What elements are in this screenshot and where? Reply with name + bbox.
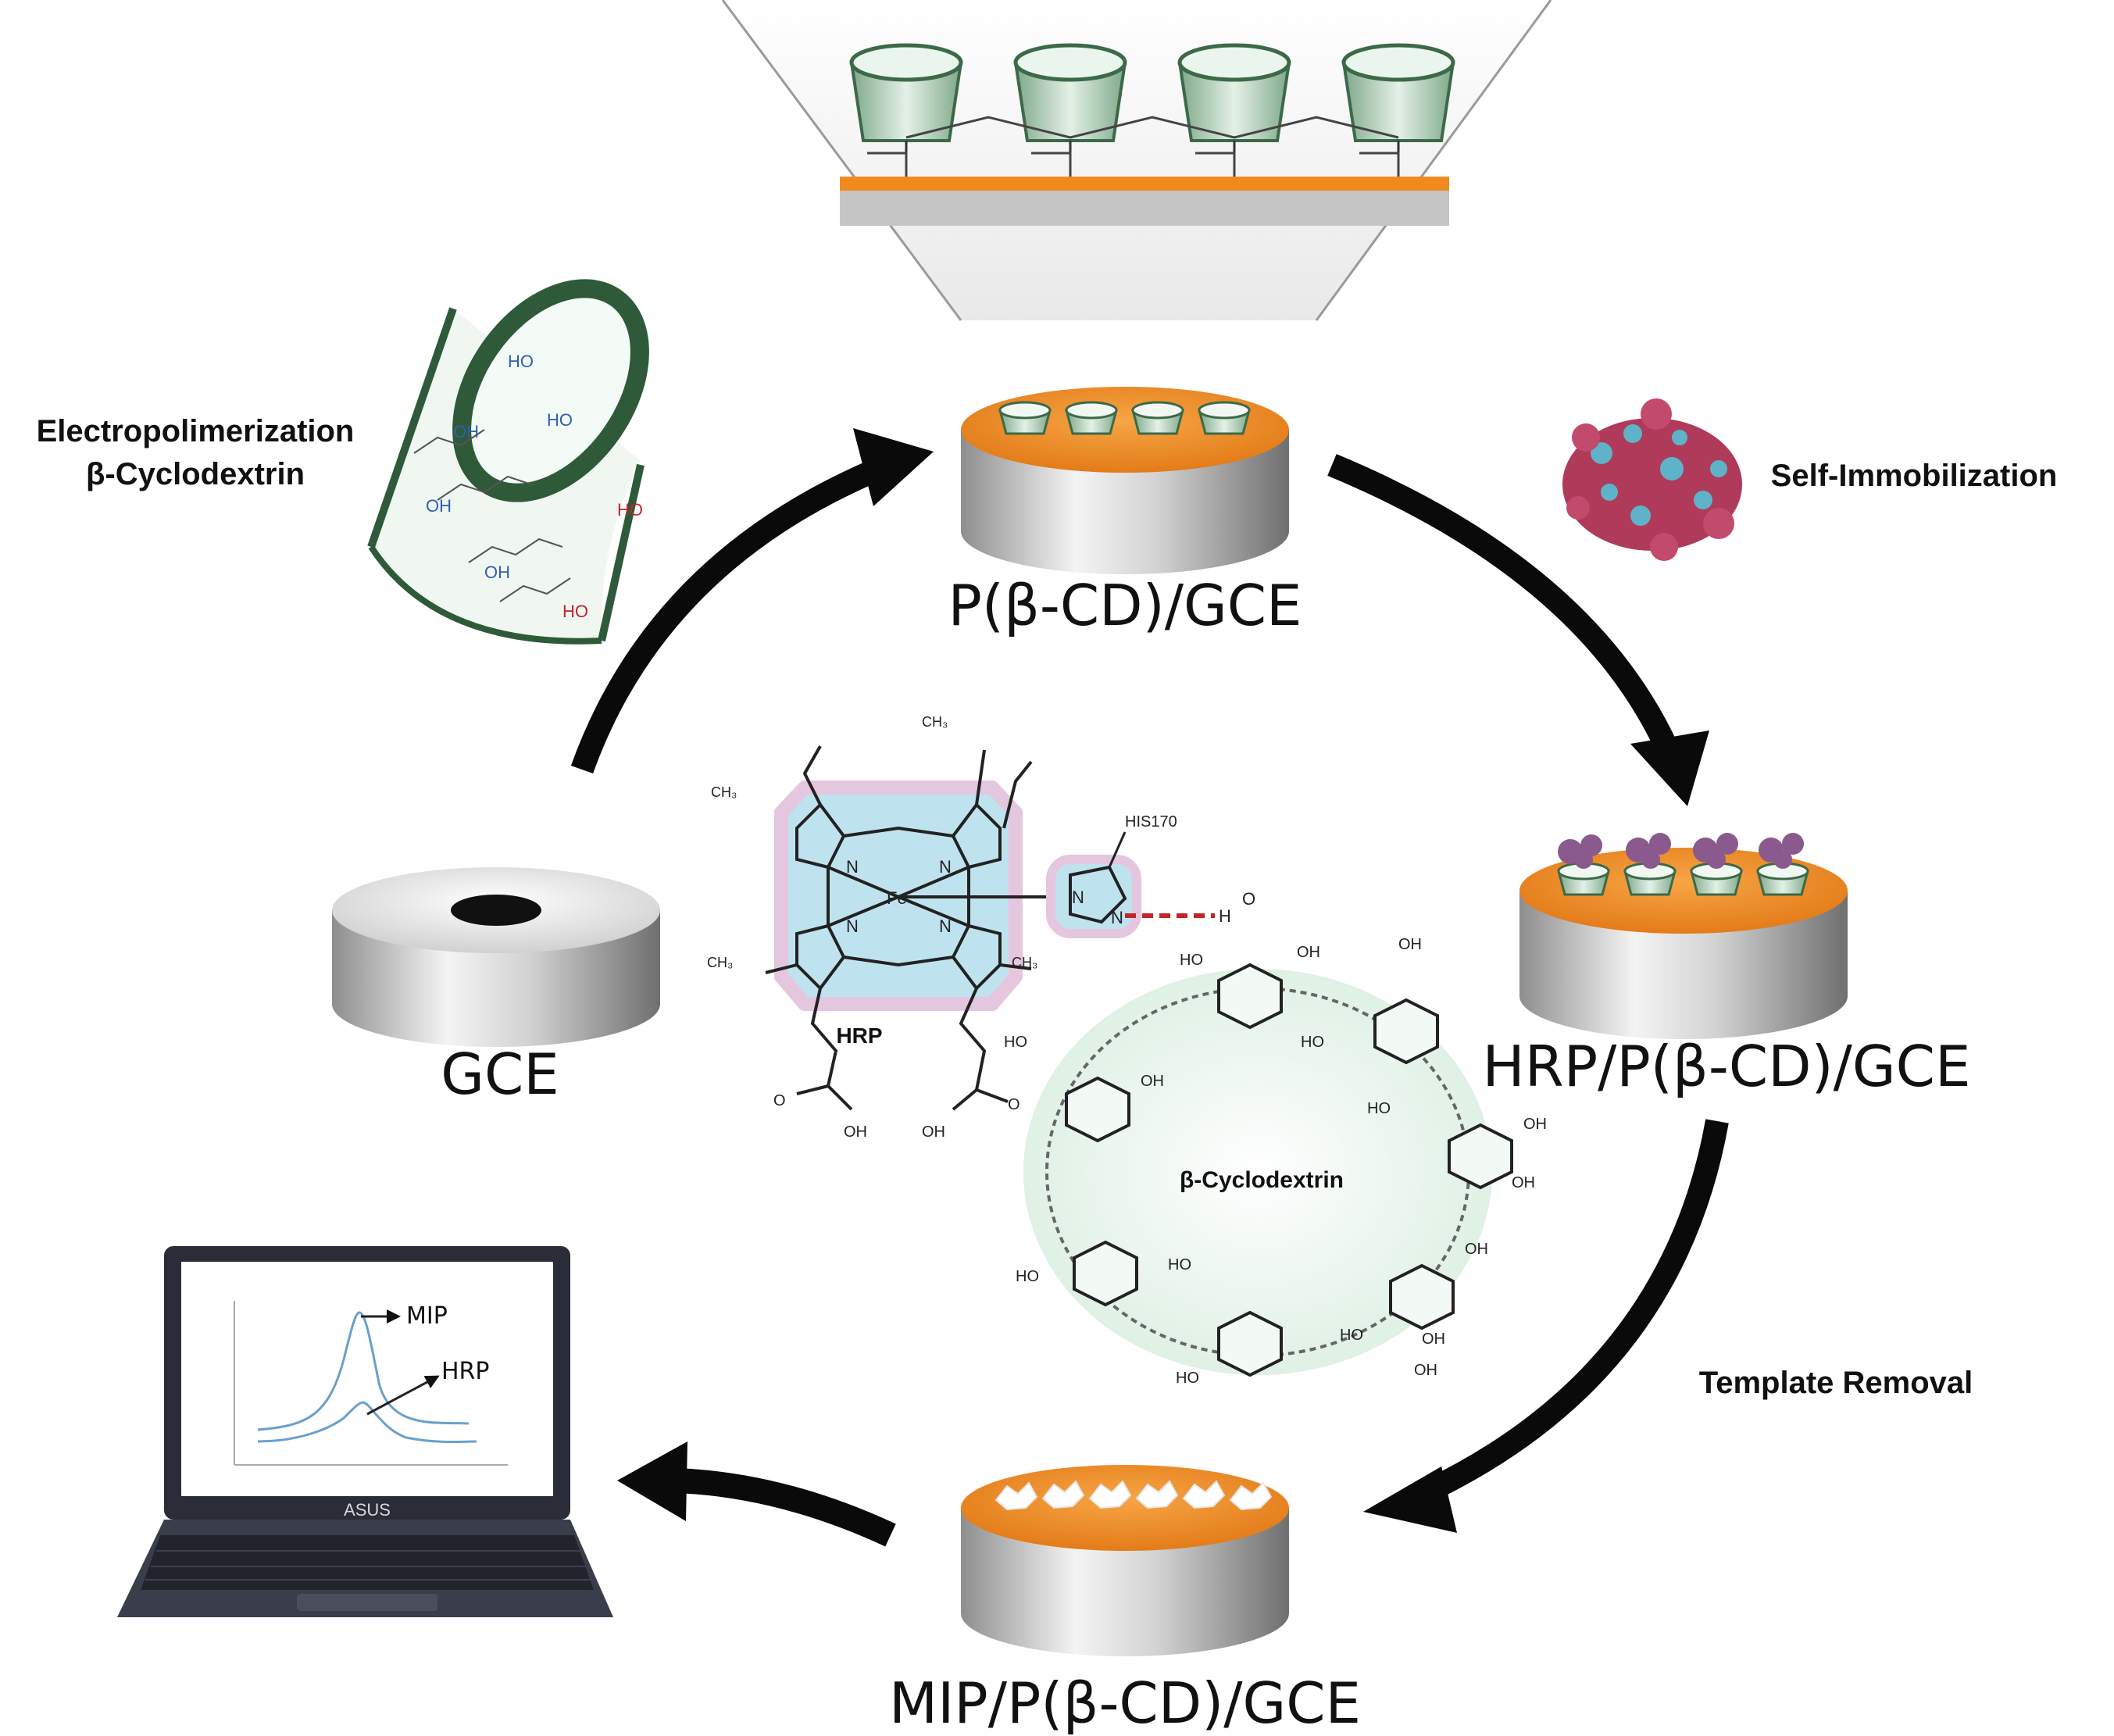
his-n-2: N [1111, 908, 1123, 927]
label-self-immobilization: Self-Immobilization [1771, 459, 2058, 493]
cyclodextrin-cone-illustration: OH OH HO HO OH HO HO [367, 279, 649, 645]
cd-oh-1: OH [1297, 944, 1320, 961]
cd-ho-8: HO [1176, 1370, 1199, 1387]
cd-oh-6: OH [1141, 1073, 1164, 1090]
cone-ho-2: HO [547, 410, 573, 430]
heme-o-1: O [773, 1092, 786, 1109]
cd-ho-6: HO [1016, 1268, 1039, 1285]
cone-oh-3: OH [484, 563, 510, 582]
hbond-o: O [1242, 889, 1255, 909]
his-n-1: N [1072, 888, 1084, 907]
gce-electrode [332, 867, 660, 1047]
label-mip-pcd-gce: MIP/P(β-CD)/GCE [889, 1670, 1361, 1736]
arrow-mip-to-laptop [675, 1468, 896, 1547]
hbond-h: H [1219, 906, 1231, 926]
arrow-hrp-to-mip [1420, 1119, 1729, 1503]
cd-ho-7: HO [1004, 1034, 1027, 1051]
cycle-arrows [570, 428, 1729, 1547]
heme-oh-2: OH [922, 1123, 945, 1141]
label-hrp-molecule: HRP [836, 1023, 882, 1048]
heme-n-3: N [846, 916, 859, 936]
cd-oh-8: OH [1512, 1174, 1535, 1191]
cd-oh-2: OH [1398, 936, 1422, 953]
heme-ch3-2: CH₃ [922, 714, 948, 730]
heme-n-2: N [939, 857, 952, 877]
laptop-trackpad [297, 1594, 437, 1611]
label-gce: GCE [441, 1041, 559, 1107]
cd-oh-3: OH [1523, 1116, 1547, 1133]
cone-ho-red-1: HO [617, 500, 643, 520]
voltammogram-plot: MIP HRP [234, 1301, 508, 1466]
label-cyclodextrin-molecule: β-Cyclodextrin [1180, 1167, 1344, 1193]
zoom-inset [721, 0, 1552, 321]
label-beta-cyclodextrin-step: β-Cyclodextrin [86, 457, 305, 491]
cd-ho-3: HO [1367, 1100, 1391, 1117]
heme-ch3-4: CH₃ [1012, 955, 1037, 970]
cd-oh-5: OH [1422, 1331, 1445, 1348]
polymer-cd-row [849, 43, 1455, 177]
laptop: ASUS MIP HRP [117, 1246, 613, 1617]
curve-mip [257, 1311, 470, 1431]
heme-o-2: O [1008, 1096, 1020, 1113]
pcd-cd-cups [998, 401, 1251, 435]
hrp-electrode [1519, 833, 1848, 1039]
curve-label-hrp: HRP [441, 1358, 490, 1385]
electrode-gold-layer [840, 177, 1449, 191]
label-his170: HIS170 [1125, 813, 1177, 830]
curve-label-mip: MIP [406, 1302, 448, 1330]
cd-ho-5: HO [1168, 1256, 1191, 1273]
heme-ch3-3: CH₃ [707, 955, 733, 970]
arrow-pcd-to-hrp [1327, 454, 1679, 755]
cd-ho-4: HO [1340, 1327, 1363, 1344]
hrp-cd-cups-with-protein [1557, 833, 1809, 896]
cd-oh-4: OH [1465, 1241, 1488, 1258]
mip-electrode [961, 1465, 1289, 1656]
mip-imprinted-cavities [995, 1480, 1273, 1511]
arrowhead-pcd-to-hrp [1630, 730, 1709, 806]
laptop-brand: ASUS [344, 1500, 391, 1520]
heme-ch3-1: CH₃ [711, 784, 737, 800]
heme-n-1: N [846, 857, 859, 877]
cd-ho-1: HO [1180, 952, 1203, 969]
label-pcd-gce: P(β-CD)/GCE [948, 573, 1302, 638]
label-hrp-pcd-gce: HRP/P(β-CD)/GCE [1483, 1034, 1971, 1099]
arrowhead-hrp-to-mip [1363, 1466, 1457, 1533]
cyclodextrin-ring-structure: HO OH OH HO OH HO OH OH HO HO HO HO OH H… [1004, 936, 1547, 1387]
arrow-gce-to-pcd [570, 458, 884, 774]
curve-hrp [257, 1401, 477, 1444]
heme-n-4: N [939, 916, 952, 936]
cone-oh-2: OH [453, 422, 479, 441]
label-template-removal: Template Removal [1699, 1366, 1973, 1400]
laptop-screen [181, 1262, 553, 1496]
pcd-electrode [961, 387, 1289, 574]
gce-active-disk [451, 895, 541, 926]
hrp-heme-structure: Fe N N N N N N HIS170 H O CH₃ CH₃ CH₃ CH… [707, 714, 1255, 1141]
heme-oh-1: OH [844, 1123, 867, 1141]
hrp-protein-cluster [1562, 398, 1742, 561]
cd-oh-7: OH [1414, 1362, 1437, 1379]
cone-oh-1: OH [426, 496, 452, 516]
electrode-metal-layer [840, 191, 1449, 226]
label-electropolimerization: Electropolimerization [37, 414, 355, 448]
arrowhead-mip-to-laptop [617, 1441, 687, 1521]
cd-ho-2: HO [1301, 1034, 1324, 1051]
heme-fe: Fe [887, 888, 907, 908]
cone-ho-red-2: HO [562, 602, 588, 621]
cone-ho-1: HO [508, 352, 534, 371]
arrowhead-gce-to-pcd [853, 428, 934, 506]
